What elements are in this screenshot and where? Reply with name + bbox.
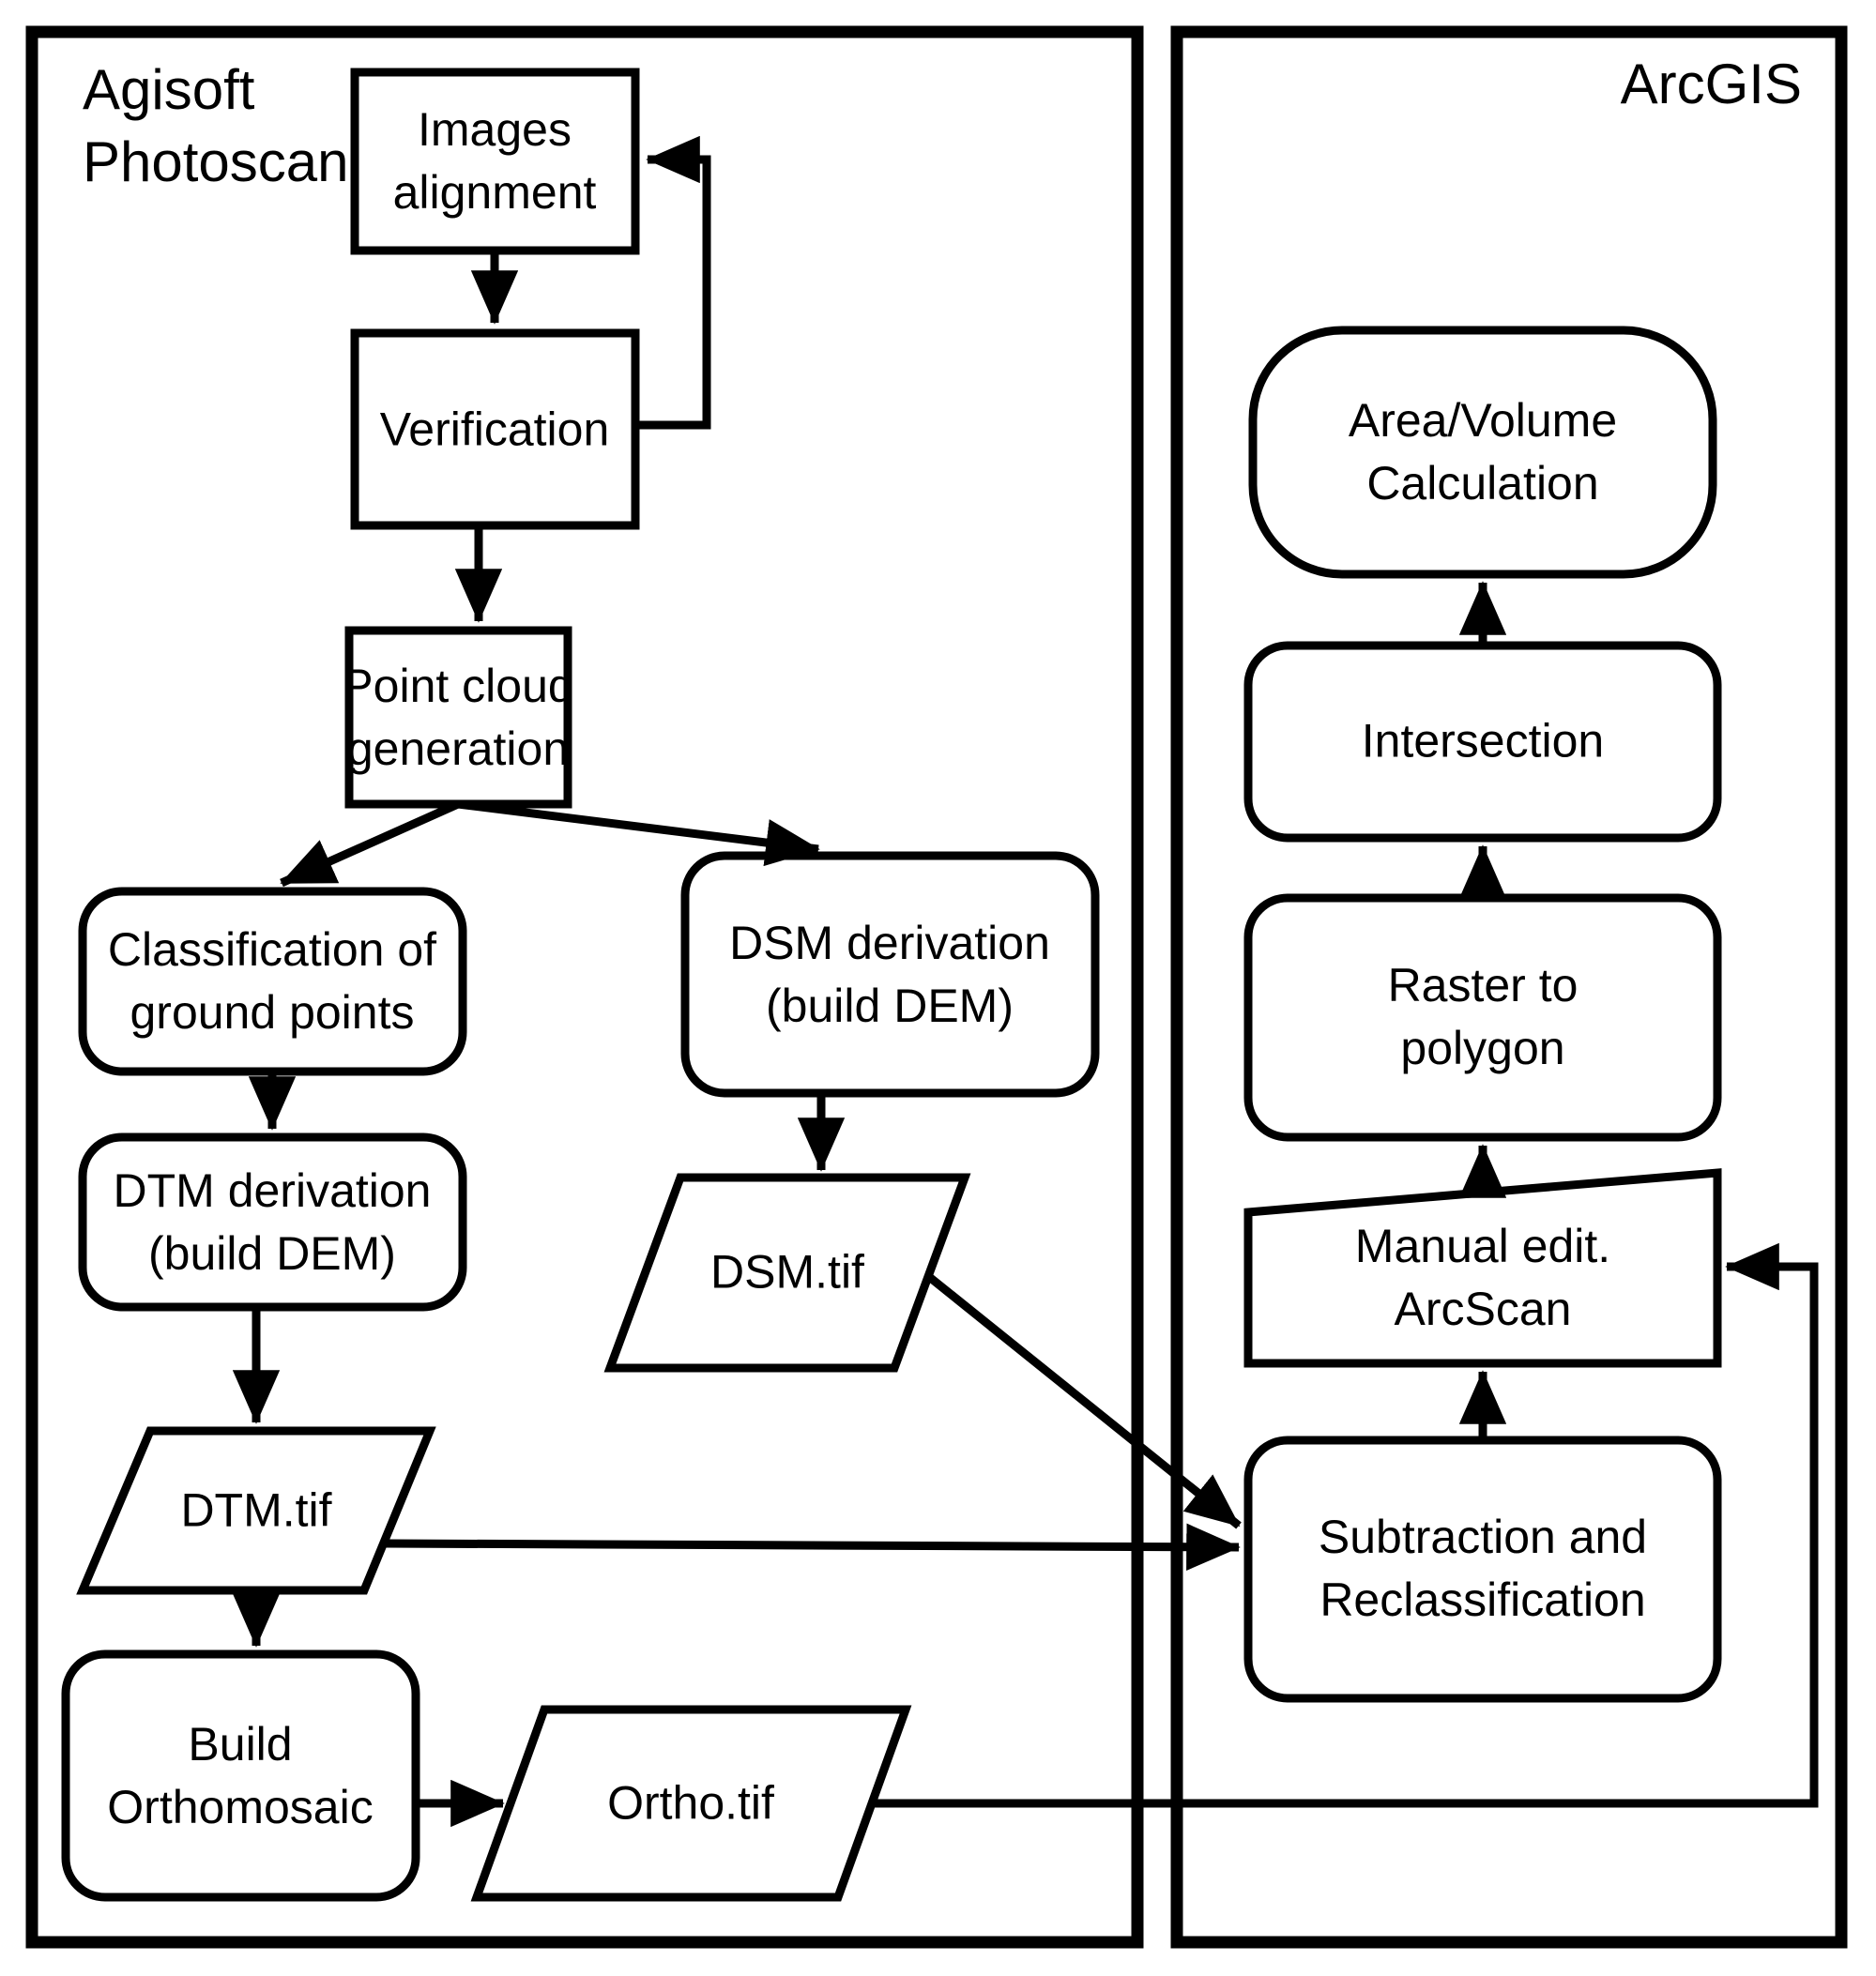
manual-edit-arcscan-label: Manual edit. ArcScan [1354,1220,1611,1335]
manual-edit-arcscan-shape [1243,1168,1722,1368]
arrow-dsm-tif-to-subtraction [925,1272,1242,1529]
dtm-derivation-shape [78,1132,467,1312]
dsm-derivation-shape [680,851,1100,1098]
point-cloud-generation-label: Point cloud generation [342,660,574,775]
arrow-point-cloud-to-dsm-derivation [457,799,820,867]
arrow-point-cloud-to-classification [280,799,460,888]
verification-shape [350,328,640,530]
area-volume-calculation-label: Area/Volume Calculation [1348,394,1618,509]
intersection-label: Intersection [1361,714,1605,768]
arrow-dtm-tif-to-subtraction [383,1523,1241,1571]
dtm-tif-shape [76,1426,436,1595]
arrow-ortho-tif-to-manual-edit [872,1242,1819,1808]
classification-of-ground-points-label: Classification of ground points [107,923,437,1039]
images-alignment-label: Images alignment [392,103,597,219]
images-alignment-shape [350,68,640,255]
ortho-tif-shape [470,1705,912,1902]
point-cloud-generation-shape [344,626,572,809]
dsm-derivation-label: DSM derivation (build DEM) [729,917,1050,1032]
build-orthomosaic-shape [61,1649,420,1902]
arcgis-panel-border [1170,25,1848,1949]
area-volume-calculation-shape [1248,326,1717,579]
dtm-derivation-label: DTM derivation (build DEM) [113,1164,432,1280]
ortho-tif-label: Ortho.tif [607,1776,774,1830]
raster-to-polygon-label: Raster to polygon [1387,959,1579,1074]
dsm-tif-shape [603,1173,971,1373]
dsm-tif-label: DSM.tif [710,1245,864,1299]
subtraction-reclassification-label: Subtraction and Reclassification [1318,1511,1648,1626]
arcgis-panel-title: ArcGIS [1620,53,1802,115]
agisoft-panel-border [25,25,1144,1949]
agisoft-panel-title: Agisoft Photoscan [83,58,349,193]
dtm-tif-label: DTM.tif [180,1483,332,1537]
build-orthomosaic-label: Build Orthomosaic [107,1718,374,1833]
verification-label: Verification [379,403,610,456]
arrow-verification-to-images-alignment-loop [635,135,711,430]
